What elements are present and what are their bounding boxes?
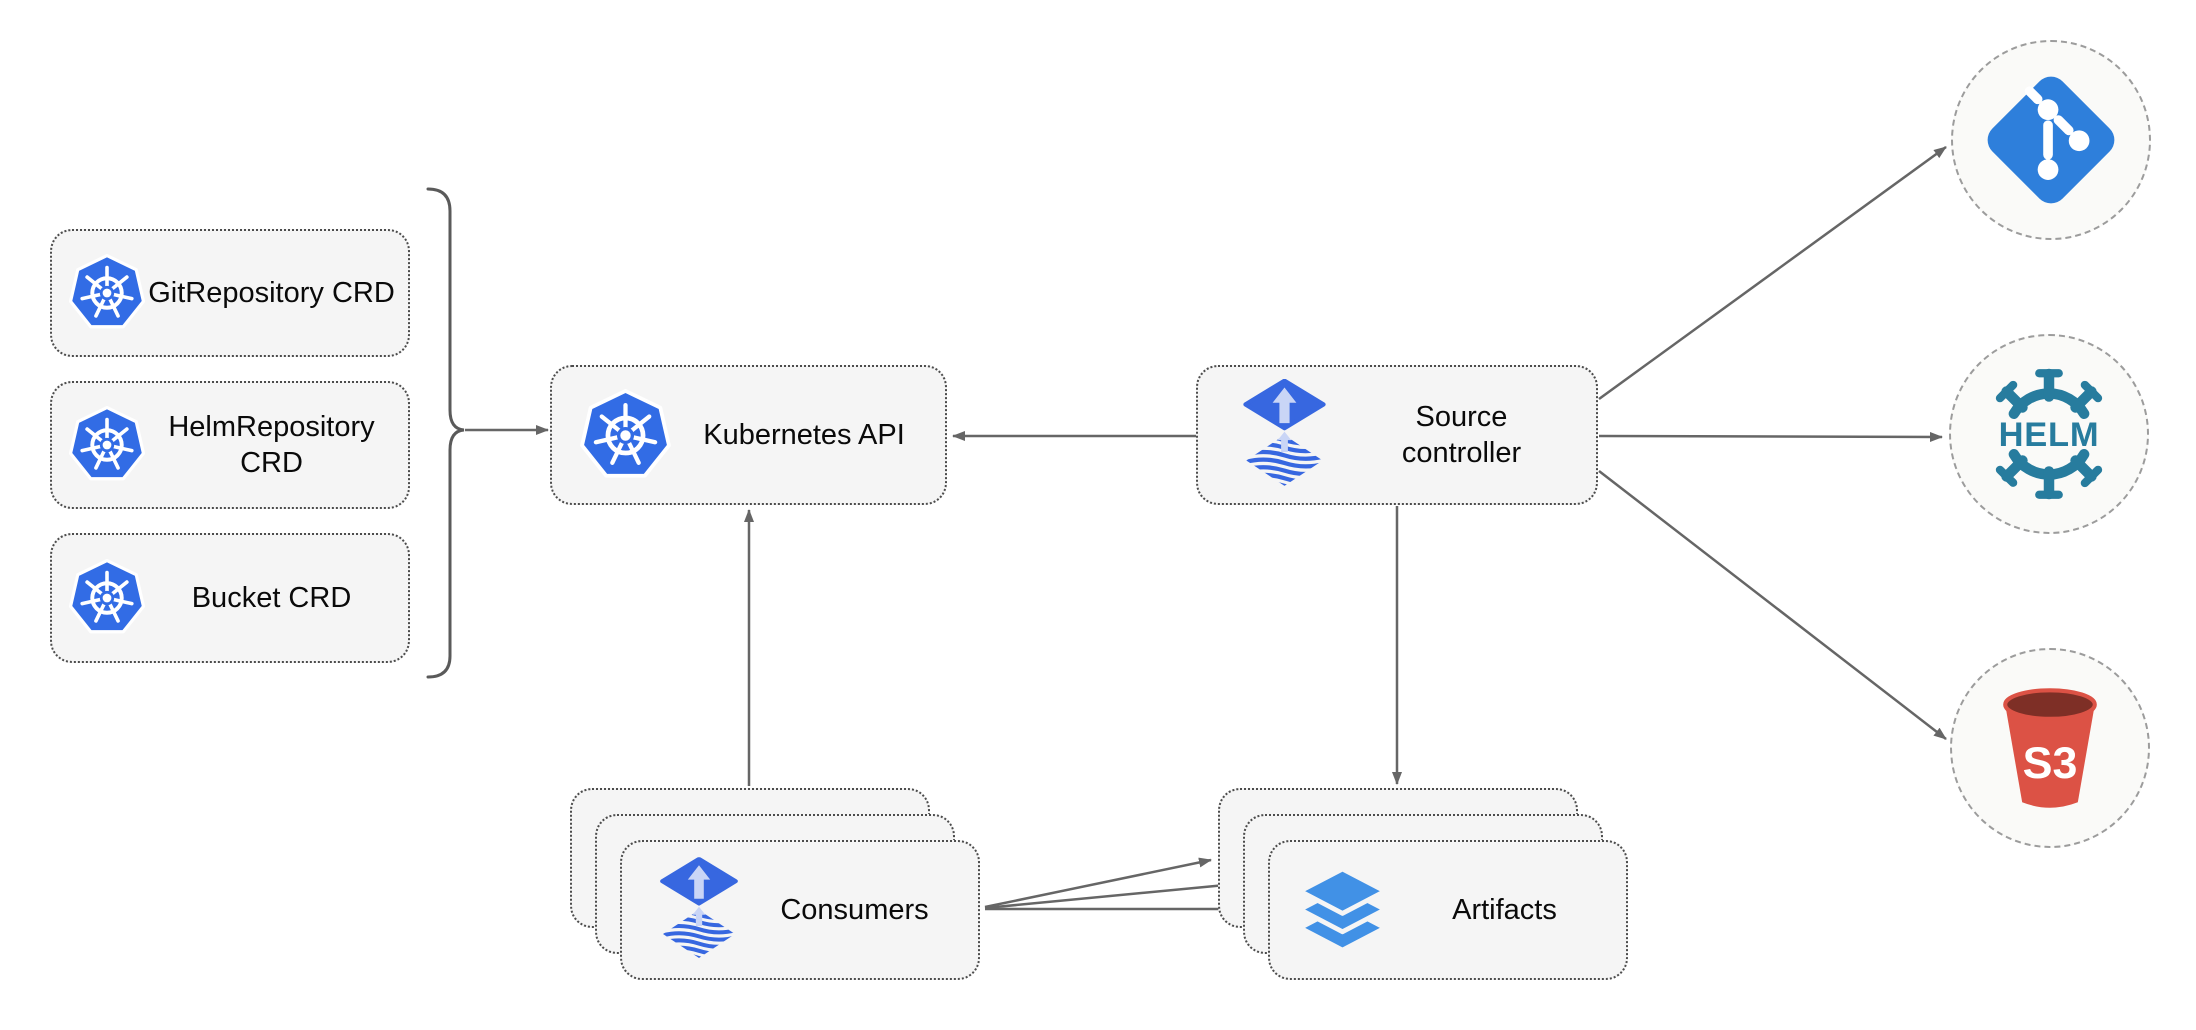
s3-wordmark: S3: [2023, 738, 2078, 788]
s3-bucket-circle: S3: [1950, 648, 2150, 848]
helm-repository-circle: HELM: [1949, 334, 2149, 534]
kubernetes-api-box: Kubernetes API: [550, 365, 947, 505]
crd-box-helmrepository: HelmRepository CRD: [50, 381, 410, 509]
consumers-stack: Consumers: [570, 788, 985, 983]
source-controller-box: Source controller: [1196, 365, 1598, 505]
arrow-consumers-to-artifacts-2: [984, 880, 1237, 910]
kubernetes-api-label: Kubernetes API: [703, 419, 905, 451]
arrow-consumers-to-artifacts-1: [984, 857, 1212, 909]
crd-box-gitrepository: GitRepository CRD: [50, 229, 410, 357]
kubernetes-icon: [67, 254, 147, 332]
consumers-label: Consumers: [780, 894, 929, 926]
crd-box-bucket: Bucket CRD: [50, 533, 410, 663]
git-repository-circle: [1951, 40, 2151, 240]
crd-group-brace: [426, 187, 465, 679]
arrow-source-to-s3: [1598, 470, 1947, 740]
kubernetes-icon: [67, 406, 147, 484]
arrow-source-to-git: [1598, 145, 1947, 401]
arrow-source-to-helm: [1598, 431, 1943, 442]
crd-box-label: Bucket CRD: [191, 582, 352, 614]
helm-wordmark: HELM: [1999, 416, 2100, 454]
flux-icon: [659, 857, 739, 963]
crd-box-label: GitRepository CRD: [148, 277, 395, 309]
helm-icon: HELM: [1995, 368, 2103, 500]
source-controller-label: Source controller: [1401, 401, 1522, 469]
artifacts-label: Artifacts: [1452, 894, 1557, 926]
artifacts-stack: Artifacts: [1218, 788, 1633, 983]
crd-box-label: HelmRepository CRD: [168, 411, 375, 479]
kubernetes-icon: [578, 389, 673, 482]
kubernetes-icon: [67, 559, 147, 637]
git-icon: [1987, 76, 2115, 204]
s3-bucket-icon: S3: [2003, 688, 2097, 808]
layers-icon: [1294, 867, 1391, 954]
flux-icon: [1242, 379, 1327, 491]
consumers-box: Consumers: [620, 840, 980, 980]
artifacts-box: Artifacts: [1268, 840, 1628, 980]
